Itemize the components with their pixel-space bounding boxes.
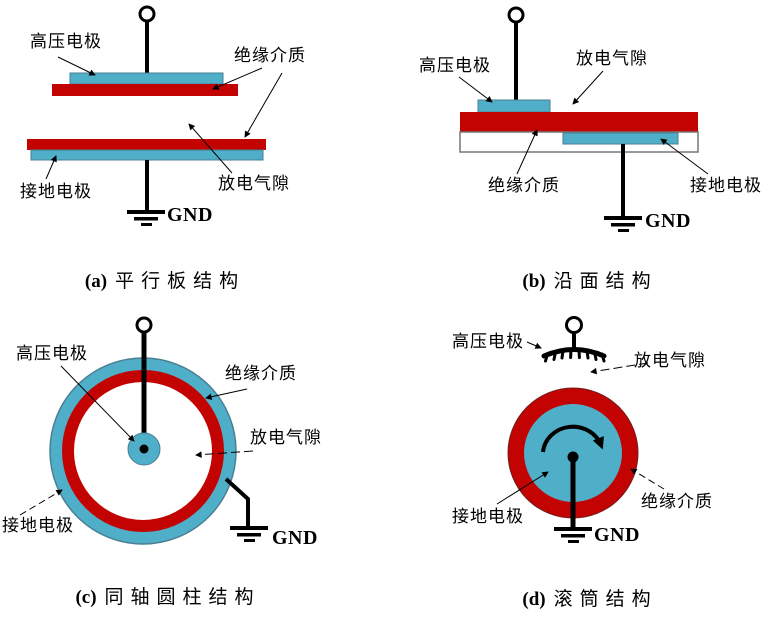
panel-d-caption-title: 滚筒结构 [553,589,658,610]
panel-b-label-hv: 高压电极 [419,56,491,75]
arrow-ground-label [660,138,709,175]
hv-terminal-icon [138,5,156,23]
hv-electrode-strip [477,99,551,113]
ground-electrode-plate [30,149,264,161]
panel-d-gnd-text: GND [594,524,640,546]
panel-d-label-gap: 放电气隙 [634,351,706,370]
arrow-dielectric-upper [212,67,263,90]
panel-c-label-gap: 放电气隙 [250,428,322,447]
arrow-gap-label [195,450,254,458]
hv-electrode-plate [69,72,224,85]
panel-c-caption: (c) 同轴圆柱结构 [40,587,296,609]
panel-c-gnd-text: GND [272,527,318,549]
hv-terminal-icon [565,316,583,334]
gnd-symbol-icon [554,527,592,543]
panel-c-art [19,316,268,545]
center-wire-dot [139,444,149,454]
gnd-symbol-icon [230,526,268,542]
arrow-gap-label [590,362,649,375]
panel-d-label-dielectric: 绝缘介质 [641,492,713,511]
upper-dielectric-plate [52,84,238,96]
dielectric-slab [460,112,698,132]
panel-a-label-ground: 接地电极 [20,182,92,201]
arrow-hv-label [458,76,493,103]
panel-d-label-ground: 接地电极 [452,507,524,526]
panel-a-art [27,5,283,226]
arrow-ground-label [496,471,549,505]
panel-b-label-gap: 放电气隙 [576,49,648,68]
panel-b-caption-title: 沿面结构 [553,271,658,292]
arrow-ground-label [45,155,57,180]
panel-c-label-dielectric: 绝缘介质 [225,364,297,383]
arrow-dielectric-label [205,388,248,400]
hv-terminal-icon [507,6,525,24]
panel-a-caption-letter: (a) [84,271,108,292]
gnd-symbol-icon [604,216,642,232]
arrow-hv-label [57,56,96,76]
panel-b-art [458,6,709,232]
panel-b-label-ground: 接地电极 [690,176,762,195]
panel-d-label-hv: 高压电极 [452,332,524,351]
panel-c-label-ground: 接地电极 [2,516,74,535]
arrow-hv-label [526,341,542,349]
ground-lead-wire [224,477,250,528]
panel-c-label-hv: 高压电极 [16,344,88,363]
panel-b-gnd-text: GND [645,210,691,232]
arrow-ground-label [19,489,63,516]
panel-a-caption: (a) 平行板结构 [40,271,290,293]
comb-hv-electrode [541,331,607,363]
panel-c-caption-letter: (c) [75,587,97,608]
panel-c-caption-title: 同轴圆柱结构 [104,587,261,608]
gnd-symbol-icon [127,210,165,226]
panel-a-caption-title: 平行板结构 [115,271,246,292]
panel-a-label-dielectric: 绝缘介质 [234,46,306,65]
panel-b-label-dielectric: 绝缘介质 [488,176,560,195]
rotation-arrow-icon [541,424,604,453]
arrow-gap-label [572,70,604,105]
hv-terminal-icon [135,316,153,334]
arrow-gap-label [188,123,233,174]
panel-a-label-hv: 高压电极 [30,32,102,51]
arrow-dielectric-label [630,468,665,490]
panel-d-art [496,316,665,543]
arrow-dielectric-label [516,129,538,175]
panel-b-caption: (b) 沿面结构 [465,271,715,293]
panel-d-caption-letter: (d) [522,589,546,610]
arrow-dielectric-lower [244,72,283,138]
panel-b-caption-letter: (b) [522,271,546,292]
ground-electrode-strip [562,132,679,145]
lower-dielectric-plate [27,139,266,150]
arrow-hv-label [60,365,135,442]
panel-a-gnd-text: GND [167,204,213,226]
panel-a-label-gap: 放电气隙 [218,174,290,193]
panel-d-caption: (d) 滚筒结构 [465,589,715,611]
